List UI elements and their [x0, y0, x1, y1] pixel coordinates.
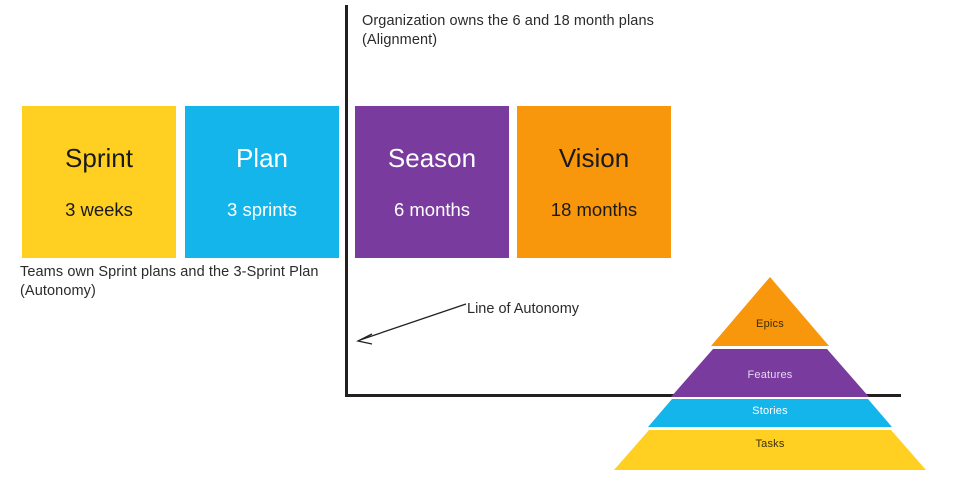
card-sprint-title: Sprint: [65, 143, 133, 173]
vertical-axis-line: [345, 5, 348, 397]
pyramid-layer-features: [671, 349, 869, 397]
autonomy-note: Teams own Sprint plans and the 3-Sprint …: [20, 264, 319, 299]
card-vision-title: Vision: [558, 143, 630, 173]
card-plan[interactable]: Plan 3 sprints: [185, 106, 339, 258]
card-vision[interactable]: Vision 18 months: [517, 106, 671, 258]
pyramid-layer-tasks: [614, 430, 926, 470]
pyramid-layer-epics: [711, 277, 829, 346]
alignment-note: Organization owns the 6 and 18 month pla…: [362, 13, 654, 48]
pyramid-layer-stories: [648, 399, 892, 427]
card-plan-subtitle: 3 sprints: [227, 199, 297, 220]
line-of-autonomy-label: Line of Autonomy: [467, 301, 580, 317]
card-season[interactable]: Season 6 months: [355, 106, 509, 258]
card-season-subtitle: 6 months: [393, 199, 471, 220]
card-plan-title: Plan: [235, 143, 289, 173]
card-sprint-subtitle: 3 weeks: [65, 199, 133, 220]
card-season-title: Season: [387, 143, 477, 173]
card-vision-subtitle: 18 months: [550, 199, 638, 220]
horizontal-axis-line: [345, 394, 901, 397]
card-sprint[interactable]: Sprint 3 weeks: [22, 106, 176, 258]
pyramid-shape: [614, 277, 926, 470]
work-item-pyramid: Epics Features Stories Tasks: [598, 273, 942, 475]
line-of-autonomy-arrow-icon: [356, 303, 467, 345]
